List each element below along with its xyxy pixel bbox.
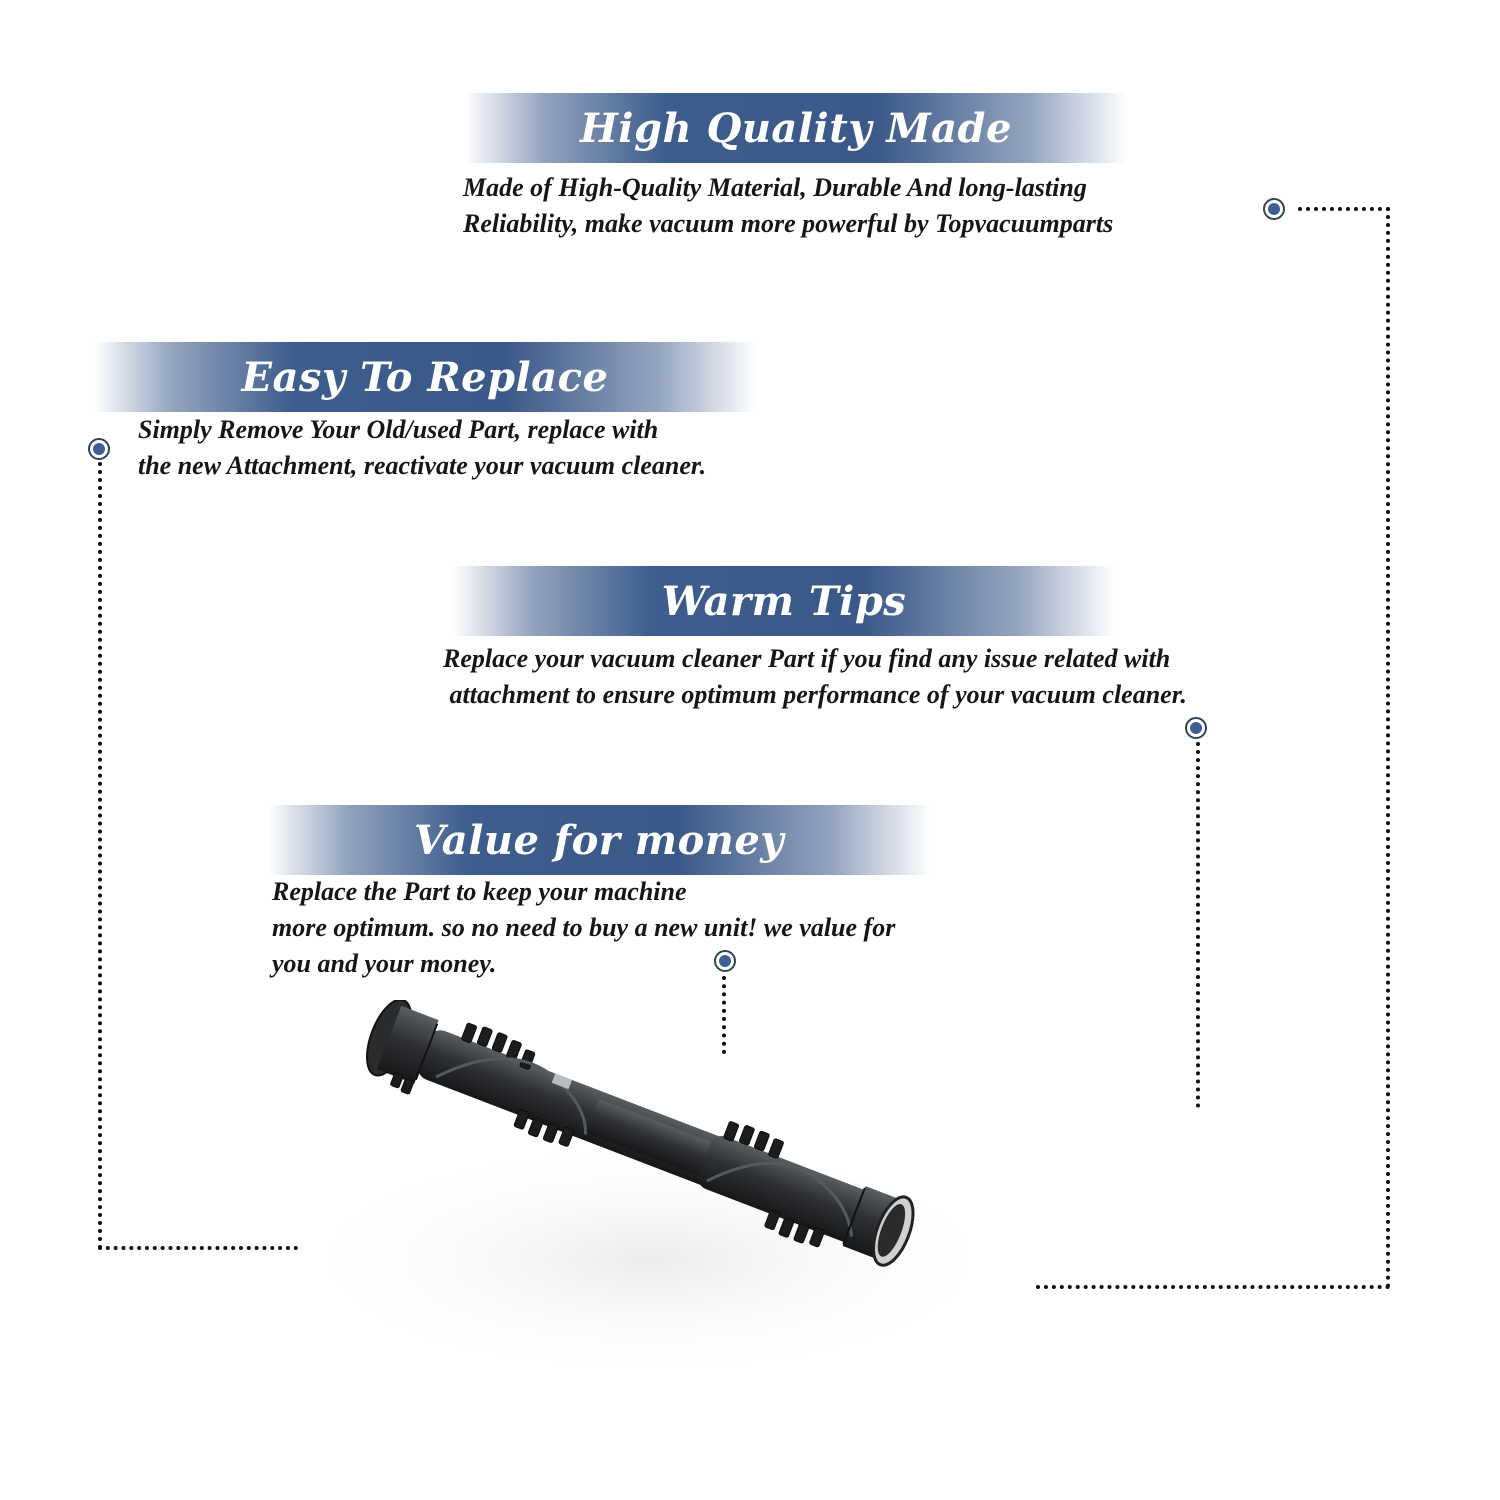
description-line: Made of High-Quality Material, Durable A… <box>463 173 1087 202</box>
section-title: Value for money <box>413 816 785 864</box>
description-line: the new Attachment, reactivate your vacu… <box>138 451 707 480</box>
connector-dots <box>1036 1285 1390 1293</box>
connector-dots <box>1196 742 1204 1108</box>
section-description: Made of High-Quality Material, Durable A… <box>463 170 1113 242</box>
description-line: you and your money. <box>272 949 497 978</box>
bullet-marker-icon <box>1185 717 1207 739</box>
section-title: High Quality Made <box>580 104 1012 152</box>
section-banner-value-money: Value for money <box>268 805 930 875</box>
vacuum-brush-roll-icon <box>290 1000 1010 1380</box>
bullet-marker-icon <box>714 950 736 972</box>
description-line: Reliability, make vacuum more powerful b… <box>463 209 1114 238</box>
section-description: Simply Remove Your Old/used Part, replac… <box>138 412 706 484</box>
section-banner-high-quality: High Quality Made <box>465 93 1127 163</box>
section-title: Easy To Replace <box>241 353 609 401</box>
connector-dots <box>98 1246 298 1254</box>
section-title: Warm Tips <box>661 577 907 625</box>
connector-dots <box>722 976 730 1054</box>
connector-dots <box>1386 207 1394 1289</box>
section-description: Replace your vacuum cleaner Part if you … <box>443 641 1187 713</box>
section-description: Replace the Part to keep your machine mo… <box>272 874 895 982</box>
bullet-marker-icon <box>88 438 110 460</box>
description-line: attachment to ensure optimum performance… <box>443 680 1187 709</box>
description-line: Replace your vacuum cleaner Part if you … <box>443 644 1171 673</box>
bullet-marker-icon <box>1263 198 1285 220</box>
connector-dots <box>1298 207 1390 215</box>
section-banner-warm-tips: Warm Tips <box>453 566 1115 636</box>
description-line: Replace the Part to keep your machine <box>272 877 687 906</box>
description-line: Simply Remove Your Old/used Part, replac… <box>138 415 659 444</box>
connector-dots <box>98 462 106 1250</box>
section-banner-easy-replace: Easy To Replace <box>94 342 756 412</box>
description-line: more optimum. so no need to buy a new un… <box>272 913 896 942</box>
